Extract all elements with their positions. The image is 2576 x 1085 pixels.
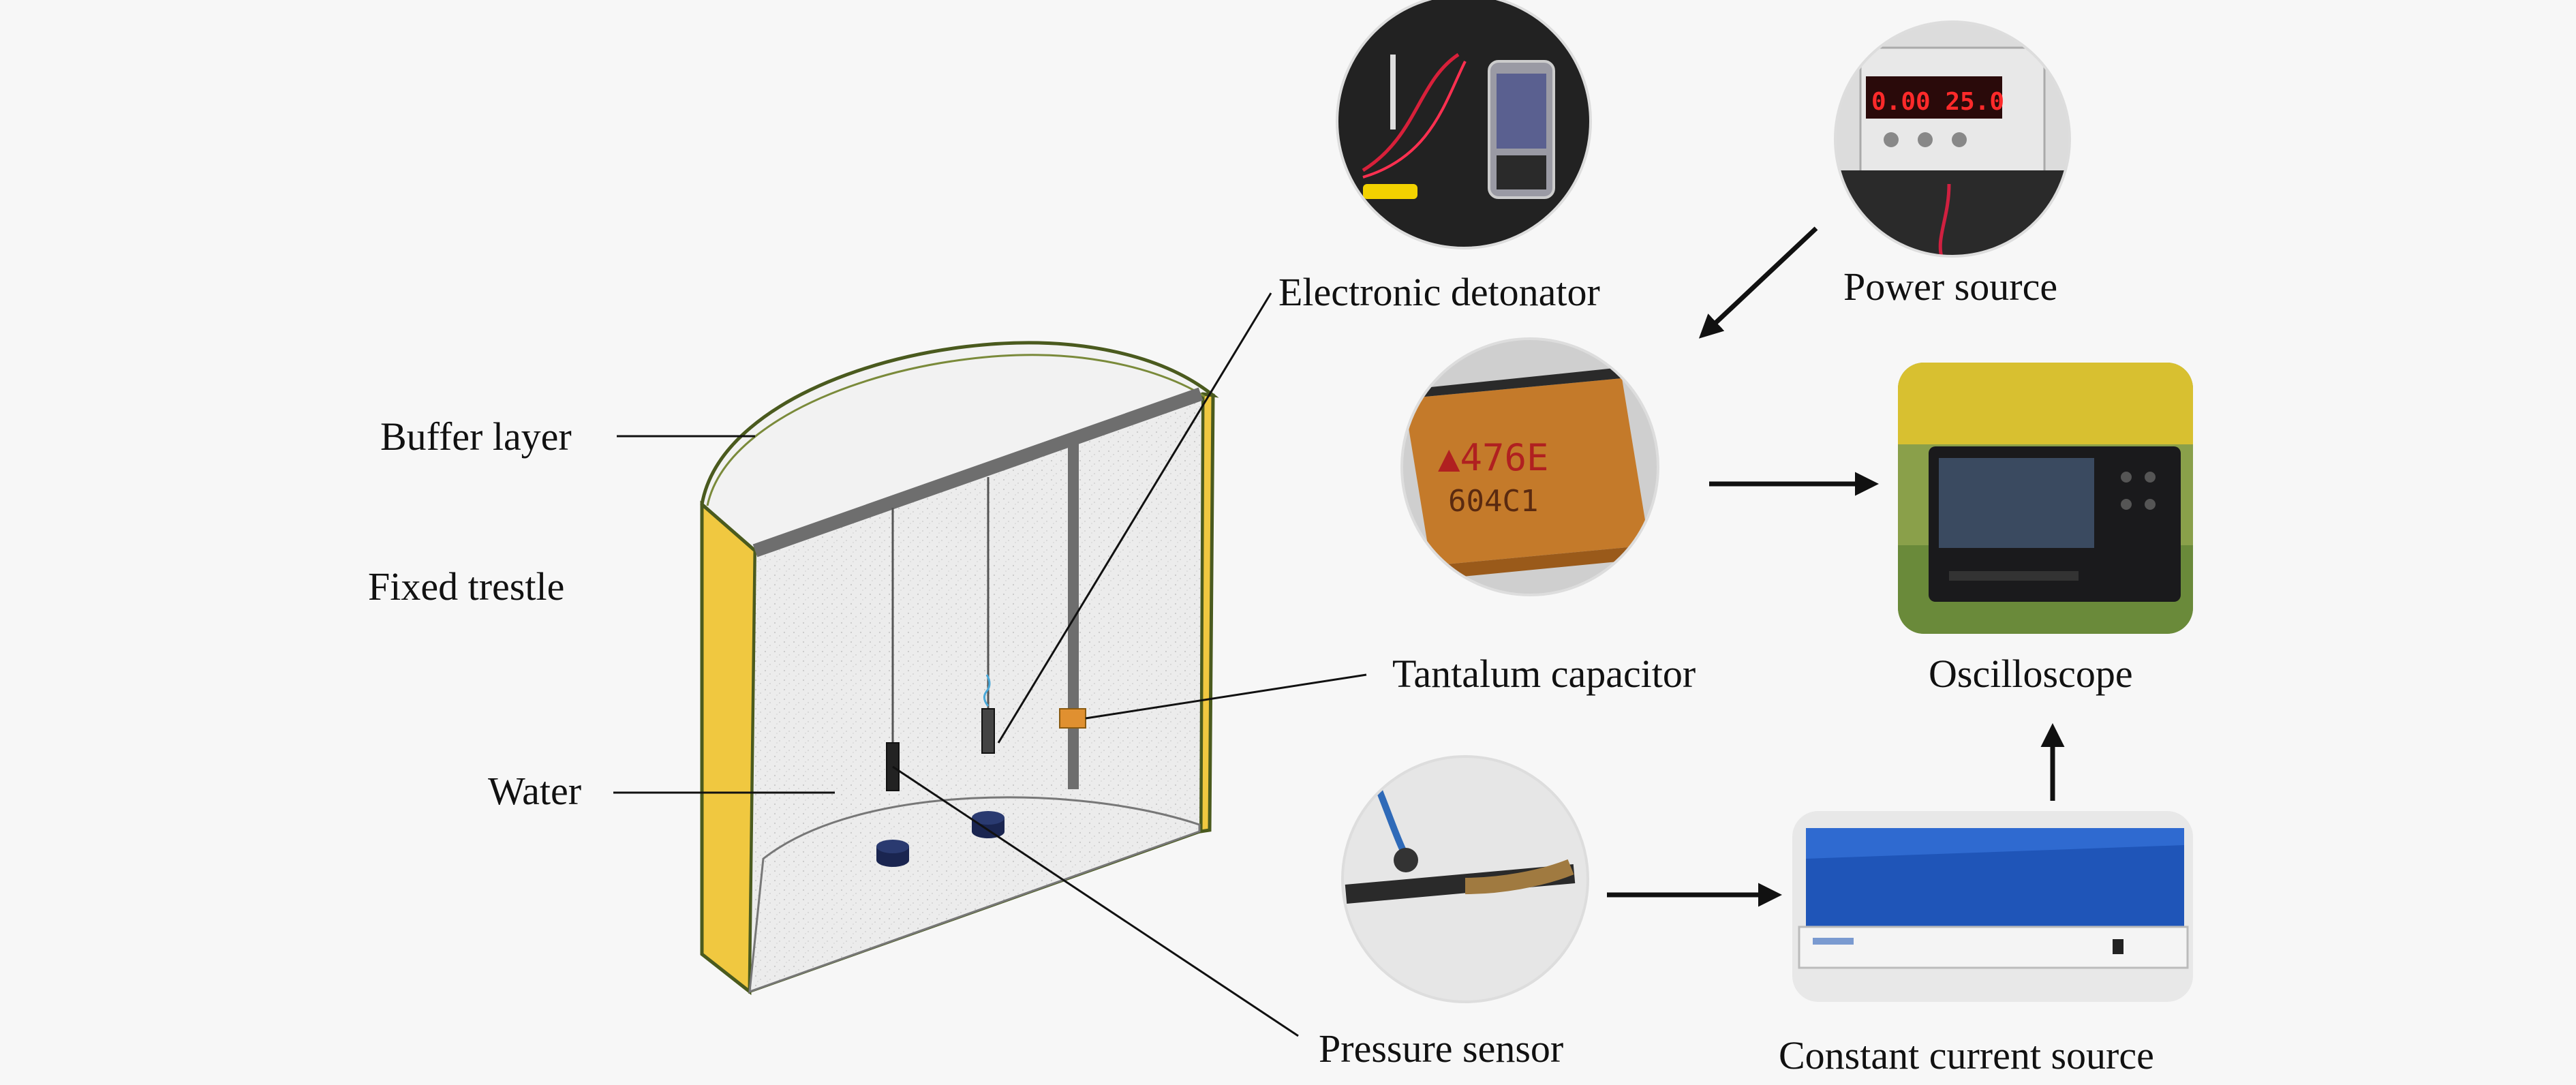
capacitor-marking-line2: 604C1 <box>1448 484 1538 519</box>
photo-electronic-detonator <box>1336 0 1592 249</box>
label-constant-current-source: Constant current source <box>1779 1033 2154 1078</box>
tank-capacitor <box>1059 708 1086 729</box>
leader-detonator <box>997 292 1272 744</box>
capacitor-marking-line1: ▲476E <box>1438 436 1549 479</box>
probe-detonator <box>981 708 995 754</box>
photo-tantalum-capacitor: ▲476E 604C1 <box>1400 337 1659 596</box>
trestle-bar <box>752 387 1203 557</box>
power-display-readout: 0.00 25.0 <box>1871 88 2004 116</box>
photo-constant-current-source <box>1792 811 2193 1002</box>
leader-lines <box>613 292 1367 1037</box>
trestle-post <box>1068 442 1079 789</box>
photo-power-source: 0.00 25.0 <box>1834 20 2071 258</box>
leader-capacitor <box>1085 673 1367 720</box>
label-buffer-layer: Buffer layer <box>380 414 572 459</box>
label-tantalum-capacitor: Tantalum capacitor <box>1392 652 1696 696</box>
flow-arrows <box>1607 226 2065 907</box>
label-water: Water <box>488 769 582 813</box>
water-surface <box>748 796 1201 994</box>
tank-wall <box>700 500 757 996</box>
label-oscilloscope: Oscilloscope <box>1929 652 2133 696</box>
label-pressure-sensor: Pressure sensor <box>1319 1026 1564 1071</box>
photo-pressure-sensor <box>1341 755 1589 1003</box>
label-electronic-detonator: Electronic detonator <box>1278 270 1600 314</box>
label-power-source: Power source <box>1843 264 2058 309</box>
label-fixed-trestle: Fixed trestle <box>368 564 565 609</box>
tank <box>700 341 1219 996</box>
photo-oscilloscope <box>1898 363 2193 634</box>
leader-pressure-sensor <box>892 765 1299 1037</box>
arrow-power-to-capacitor <box>1698 226 1818 339</box>
